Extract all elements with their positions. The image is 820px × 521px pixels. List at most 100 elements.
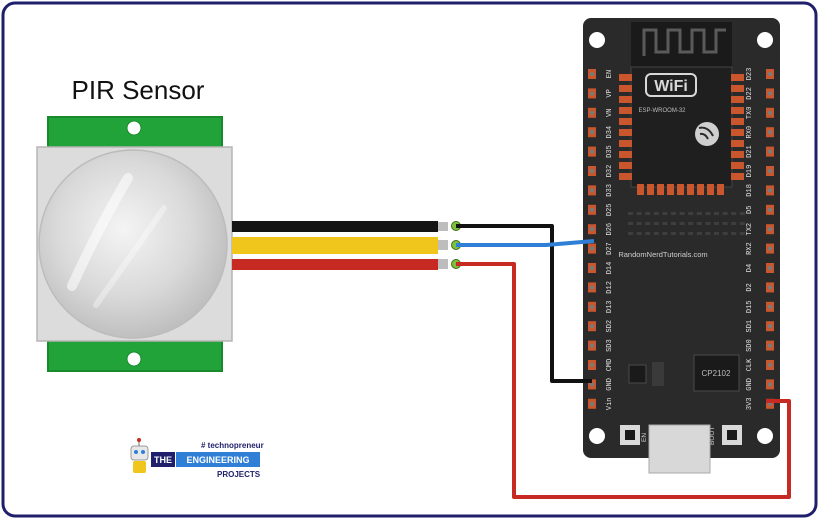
right-pin-label-d21: D21 xyxy=(746,145,754,158)
board-trace-dot xyxy=(714,232,719,235)
module-pad-right xyxy=(731,85,744,92)
board-trace-dot xyxy=(645,222,651,225)
board-trace-dot xyxy=(679,212,685,215)
board-trace-dot xyxy=(696,222,702,225)
left-pin-label-d34: D34 xyxy=(606,126,614,139)
cable-red xyxy=(232,259,438,270)
module-pad-left xyxy=(619,96,632,103)
usb-chip xyxy=(693,354,740,392)
logo-engineering: ENGINEERING xyxy=(186,455,249,465)
right-pin-hole-sd1 xyxy=(767,324,773,329)
board-trace-dot xyxy=(645,212,651,215)
left-pin-hole-gnd xyxy=(589,382,595,387)
right-pin-hole-sd0 xyxy=(767,343,773,348)
regulator-tab xyxy=(652,362,664,386)
board-trace-dot xyxy=(714,212,719,215)
right-pin-hole-d4 xyxy=(767,265,773,271)
module-pad-bottom xyxy=(637,184,644,195)
terminal-yellow xyxy=(438,240,448,250)
logo-the-badge xyxy=(151,452,175,467)
left-pin-hole-cmd xyxy=(589,362,595,368)
pir-sensor xyxy=(36,116,233,372)
right-pin-hole-d23 xyxy=(767,71,773,77)
left-pin-label-d26: D26 xyxy=(606,223,614,236)
logo-tag: # technopreneur xyxy=(201,441,264,450)
module-pad-left xyxy=(619,173,632,180)
module-pad-right xyxy=(731,96,744,103)
logo-projects: PROJECTS xyxy=(217,470,261,479)
right-pin-label-clk: CLK xyxy=(746,358,754,371)
module-pad-bottom xyxy=(667,184,674,195)
module-pad-right xyxy=(731,129,744,136)
signal-wire xyxy=(456,239,595,247)
left-pin-hole-sd3 xyxy=(589,343,595,348)
module-pad-right xyxy=(731,74,744,81)
left-pin-hole-sd2 xyxy=(589,324,595,329)
board-trace-dot xyxy=(636,232,642,235)
left-pin-label-d35: D35 xyxy=(606,145,614,158)
terminal-black xyxy=(438,222,448,231)
gnd-wire xyxy=(456,224,592,383)
right-pin-hole-clk xyxy=(767,362,773,368)
module-pad-bottom xyxy=(697,184,704,195)
board-trace-dot xyxy=(731,212,737,215)
board-trace-dot xyxy=(739,232,745,235)
board-trace-dot xyxy=(645,232,651,235)
board-trace-dot xyxy=(671,212,676,215)
board-trace-dot xyxy=(628,232,633,235)
right-pin-label-rx0: RX0 xyxy=(746,126,754,139)
module-pad-bottom xyxy=(647,184,654,195)
board-trace-dot xyxy=(705,232,711,235)
right-pin-label-tx2: TX2 xyxy=(746,223,754,236)
left-pin-label-vp: VP xyxy=(606,89,614,97)
right-pin-hole-rx2 xyxy=(767,246,773,251)
right-pin-hole-d2 xyxy=(767,285,773,290)
board-trace-dot xyxy=(722,232,728,235)
board-trace-dot xyxy=(636,212,642,215)
board-trace-dot xyxy=(696,212,702,215)
right-pin-hole-gnd xyxy=(767,382,773,387)
right-pin-hole-tx0 xyxy=(767,110,773,116)
left-pin-label-d27: D27 xyxy=(606,242,614,255)
module-pad-right xyxy=(731,162,744,169)
board-trace-dot xyxy=(696,232,702,235)
right-pin-hole-tx2 xyxy=(767,227,773,232)
en-button-cap xyxy=(625,430,635,440)
usb-port[interactable] xyxy=(648,424,711,474)
board-trace-dot xyxy=(739,212,745,215)
left-pin-label-d12: D12 xyxy=(606,281,614,294)
logo-engineering-badge xyxy=(176,452,260,467)
left-pin-label-cmd: CMD xyxy=(606,359,614,372)
left-pin-label-d25: D25 xyxy=(606,203,614,216)
board-trace-dot xyxy=(628,222,633,225)
terminal-red xyxy=(438,259,448,269)
left-pin-label-d14: D14 xyxy=(606,262,614,275)
module-pad-bottom xyxy=(687,184,694,195)
left-pin-hole-d26 xyxy=(589,227,595,232)
diagram-title: PIR Sensor xyxy=(72,75,205,105)
right-pin-label-d2: D2 xyxy=(746,283,754,291)
board-trace-dot xyxy=(731,222,737,225)
board-trace-dot xyxy=(653,222,659,225)
mount-hole-bottom-right xyxy=(757,428,773,444)
right-pin-header: D23D22TX0RX0D21D19D18D5TX2RX2D4D2D15SD1S… xyxy=(746,68,774,410)
board-trace-dot xyxy=(653,232,659,235)
boot-button-cap xyxy=(727,430,737,440)
right-pin-label-d19: D19 xyxy=(746,165,754,178)
module-label: ESP-WROOM-32 xyxy=(638,108,686,114)
module-pad-right xyxy=(731,140,744,147)
usb-chip-label: CP2102 xyxy=(702,369,731,378)
board-trace-dot xyxy=(739,222,745,225)
module-pad-bottom xyxy=(677,184,684,195)
right-pin-label-d22: D22 xyxy=(746,87,754,100)
left-pin-label-gnd: GND xyxy=(606,378,614,391)
right-pin-label-d4: D4 xyxy=(746,264,754,272)
module-pad-bottom xyxy=(707,184,714,195)
module-pad-right xyxy=(731,151,744,158)
left-pin-label-d33: D33 xyxy=(606,184,614,197)
module-pad-left xyxy=(619,118,632,125)
left-pin-hole-d27 xyxy=(589,246,595,251)
right-pin-hole-d5 xyxy=(767,207,773,212)
